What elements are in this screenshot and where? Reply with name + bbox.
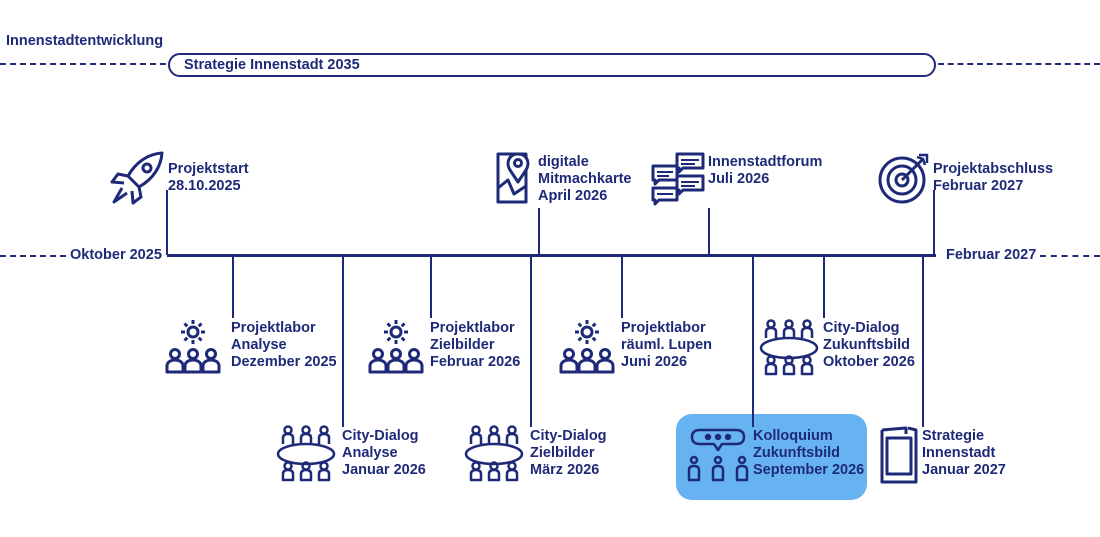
milestone-date: Juli 2026 xyxy=(708,171,770,187)
event-projektlabor-lupen: Projektlabor räuml. Lupen Juni 2026 xyxy=(621,320,712,371)
event-strategie: Strategie Innenstadt Januar 2027 xyxy=(922,428,1006,479)
timeline-axis xyxy=(167,254,936,257)
milestone-tick-projektabschluss xyxy=(933,190,935,255)
event-subtitle: Analyse xyxy=(231,337,287,353)
event-subtitle: Zielbilder xyxy=(430,337,495,353)
target-icon xyxy=(877,151,931,205)
highlight-box xyxy=(676,414,867,500)
event-tick-projektlabor-zielbilder xyxy=(430,255,432,318)
event-subtitle: Zukunftsbild xyxy=(753,445,840,461)
event-tick-strategie xyxy=(922,255,924,427)
round-table-icon xyxy=(464,424,524,482)
colloquium-icon xyxy=(686,428,750,484)
gear-people-icon xyxy=(559,318,615,374)
milestone-date: 28.10.2025 xyxy=(168,178,241,194)
event-subtitle: räuml. Lupen xyxy=(621,337,713,353)
event-tick-projektlabor-lupen xyxy=(621,255,623,318)
milestone-date: Februar 2027 xyxy=(933,178,1024,194)
gear-people-icon xyxy=(368,318,424,374)
page-title: Innenstadtentwicklung xyxy=(6,33,164,49)
event-title: Projektlabor xyxy=(621,320,706,336)
event-title: Strategie xyxy=(922,428,985,444)
event-date: Juni 2026 xyxy=(621,354,688,370)
milestone-projektstart: Projektstart 28.10.2025 xyxy=(168,161,249,195)
event-tick-citydialog-analyse xyxy=(342,255,344,427)
timeline-end-label: Februar 2027 xyxy=(946,247,1037,263)
milestone-tick-projektstart xyxy=(166,190,168,255)
milestone-title: Innenstadtforum xyxy=(708,154,823,170)
milestone-mitmachkarte: digitale Mitmachkarte April 2026 xyxy=(538,154,631,205)
event-title: Kolloquium xyxy=(753,428,833,444)
map-pin-icon xyxy=(496,150,532,206)
event-date: März 2026 xyxy=(530,462,600,478)
timeline-dashed-right xyxy=(1040,255,1100,257)
event-date: September 2026 xyxy=(753,462,865,478)
milestone-innenstadtforum: Innenstadtforum Juli 2026 xyxy=(708,154,822,188)
event-projektlabor-zielbilder: Projektlabor Zielbilder Februar 2026 xyxy=(430,320,520,371)
document-icon xyxy=(878,426,920,484)
event-kolloquium: Kolloquium Zukunftsbild September 2026 xyxy=(753,428,864,479)
event-subtitle: Analyse xyxy=(342,445,398,461)
strategy-bar-label: Strategie Innenstadt 2035 xyxy=(184,57,360,73)
event-date: Februar 2026 xyxy=(430,354,521,370)
event-subtitle: Zielbilder xyxy=(530,445,595,461)
milestone-title: digitale xyxy=(538,154,589,170)
event-title: Projektlabor xyxy=(231,320,316,336)
event-tick-projektlabor-analyse xyxy=(232,255,234,318)
event-citydialog-analyse: City-Dialog Analyse Januar 2026 xyxy=(342,428,426,479)
chat-bubbles-icon xyxy=(651,152,705,206)
event-subtitle: Innenstadt xyxy=(922,445,996,461)
milestone-title: Projektstart xyxy=(168,161,249,177)
milestone-title: Projektabschluss xyxy=(933,161,1054,177)
milestone-date: April 2026 xyxy=(538,188,608,204)
event-citydialog-zukunftsbild: City-Dialog Zukunftsbild Oktober 2026 xyxy=(823,320,915,371)
event-date: Dezember 2025 xyxy=(231,354,337,370)
event-title: Projektlabor xyxy=(430,320,515,336)
gear-people-icon xyxy=(165,318,221,374)
event-title: City-Dialog xyxy=(530,428,607,444)
milestone-projektabschluss: Projektabschluss Februar 2027 xyxy=(933,161,1053,195)
event-tick-citydialog-zielbilder xyxy=(530,255,532,427)
top-dashed-line-right xyxy=(938,63,1100,65)
round-table-icon xyxy=(759,318,819,376)
milestone-subtitle: Mitmachkarte xyxy=(538,171,632,187)
event-title: City-Dialog xyxy=(823,320,900,336)
event-subtitle: Zukunftsbild xyxy=(823,337,910,353)
event-date: Januar 2027 xyxy=(922,462,1006,478)
event-tick-kolloquium xyxy=(752,255,754,427)
event-date: Oktober 2026 xyxy=(823,354,915,370)
milestone-tick-innenstadtforum xyxy=(708,208,710,255)
event-tick-citydialog-zukunftsbild xyxy=(823,255,825,318)
top-dashed-line-left xyxy=(0,63,166,65)
event-citydialog-zielbilder: City-Dialog Zielbilder März 2026 xyxy=(530,428,607,479)
strategy-bar: Strategie Innenstadt 2035 xyxy=(168,53,936,77)
round-table-icon xyxy=(276,424,336,482)
event-date: Januar 2026 xyxy=(342,462,426,478)
rocket-icon xyxy=(108,150,166,206)
timeline-dashed-left xyxy=(0,255,66,257)
milestone-tick-mitmachkarte xyxy=(538,208,540,255)
timeline-start-label: Oktober 2025 xyxy=(70,247,162,263)
event-title: City-Dialog xyxy=(342,428,419,444)
event-projektlabor-analyse: Projektlabor Analyse Dezember 2025 xyxy=(231,320,337,371)
